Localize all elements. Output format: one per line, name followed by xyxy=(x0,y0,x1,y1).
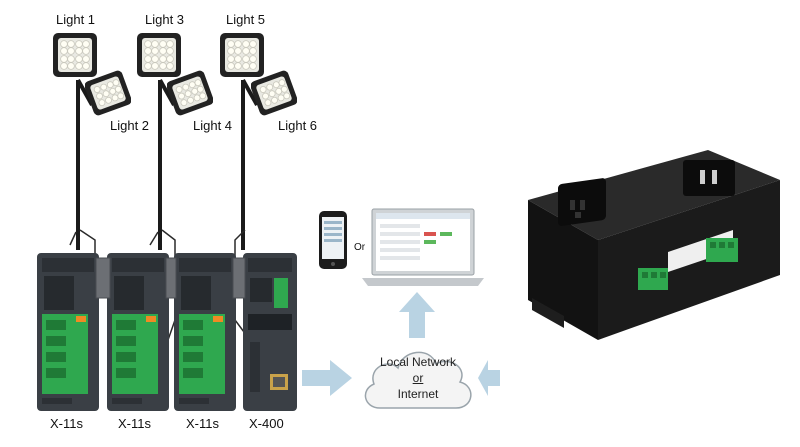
light-2-lamp-icon xyxy=(85,70,131,116)
power-control-enclosure xyxy=(518,140,788,350)
module-2-label: X-11s xyxy=(118,416,151,431)
module-4-label: X-400 xyxy=(249,416,284,431)
network-cloud-icon xyxy=(356,338,480,431)
light-3-lamp-icon xyxy=(136,32,182,78)
light-5-lamp-icon xyxy=(219,32,265,78)
cloud-line-2: or xyxy=(412,371,424,385)
light-6-label: Light 6 xyxy=(278,118,318,133)
light-2-label: Light 2 xyxy=(110,118,150,133)
cloud-label: Local Network or Internet xyxy=(366,354,470,402)
module-1-label: X-11s xyxy=(50,416,83,431)
x11s-module-3 xyxy=(173,252,237,412)
x11s-module-1 xyxy=(36,252,100,412)
light-5-label: Light 5 xyxy=(226,12,266,27)
module-3-label: X-11s xyxy=(186,416,219,431)
light-6-lamp-icon xyxy=(251,70,297,116)
x11s-module-2 xyxy=(106,252,170,412)
light-1-label: Light 1 xyxy=(56,12,96,27)
cloud-line-3: Internet xyxy=(397,387,439,401)
light-4-lamp-icon xyxy=(167,70,213,116)
x400-controller xyxy=(242,252,298,412)
light-4-label: Light 4 xyxy=(193,118,233,133)
light-1-lamp-icon xyxy=(52,32,98,78)
laptop-icon xyxy=(362,208,484,295)
light-3-label: Light 3 xyxy=(145,12,185,27)
or-label: Or xyxy=(354,242,366,253)
cloud-line-1: Local Network xyxy=(379,355,457,369)
smartphone-icon xyxy=(318,210,348,275)
